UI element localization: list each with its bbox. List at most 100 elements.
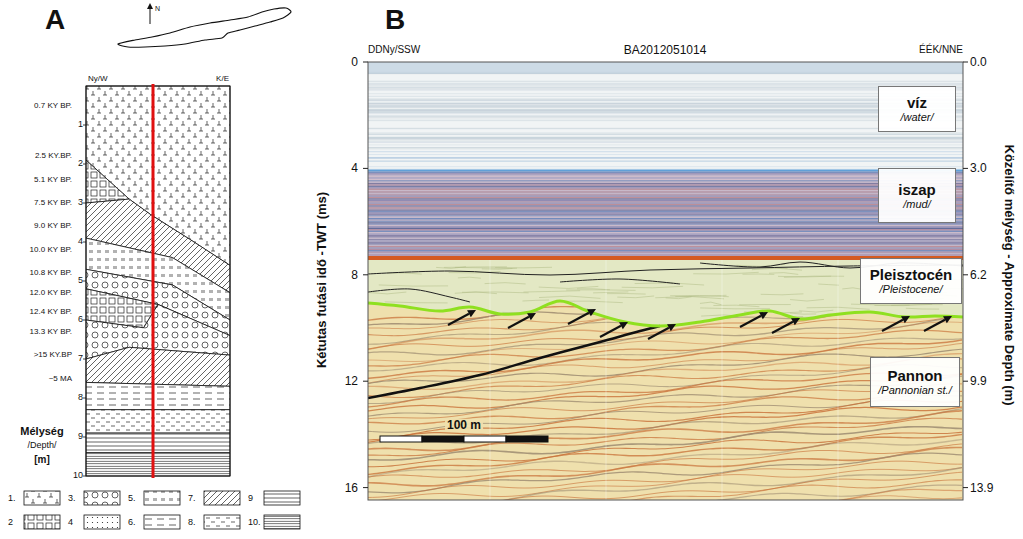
pleistocene-reflector — [790, 299, 824, 301]
mud-reflector — [368, 200, 963, 201]
scale-label: 100 m — [445, 419, 483, 432]
pointer-arrowhead — [467, 310, 476, 317]
water-noise — [368, 89, 963, 90]
axis-title: Közelítő mélység - Approximate Depth (m) — [1002, 145, 1016, 406]
water-noise — [368, 138, 963, 139]
water-noise — [368, 137, 963, 138]
pleistocene-reflector — [739, 304, 791, 305]
water-noise — [368, 87, 963, 88]
water-noise — [368, 73, 963, 74]
legend-number: 4 — [68, 518, 73, 527]
water-noise — [368, 134, 963, 135]
axis-tick — [963, 487, 968, 488]
pleistocene-reflector — [769, 273, 798, 275]
axis-tick-label: 6.2 — [970, 269, 987, 282]
depth-tick — [83, 203, 86, 204]
mud-reflector — [368, 212, 963, 213]
pointer-arrowhead — [791, 318, 800, 325]
axis-tick — [363, 274, 368, 275]
axis-tick — [963, 381, 968, 382]
pannonian-reflector — [368, 489, 962, 500]
water-noise — [368, 115, 963, 116]
layer-label-box: iszap/mud/ — [878, 168, 956, 223]
pointer-arrow — [508, 317, 529, 328]
pleistocene-reflector — [617, 296, 654, 298]
pointer-arrow — [740, 316, 761, 327]
water-noise — [368, 138, 963, 139]
legend-swatch — [204, 491, 240, 505]
panel-letter: A — [45, 5, 65, 34]
sediment-layer — [86, 160, 129, 203]
pannonian-reflector — [368, 439, 962, 476]
mud-reflector — [368, 207, 963, 208]
pointer-arrowhead — [901, 316, 910, 323]
water-surface — [368, 62, 963, 74]
water-noise — [368, 158, 963, 159]
age-label: 0.7 KY BP. — [34, 101, 72, 109]
water-noise — [368, 161, 963, 162]
water-noise — [368, 104, 963, 105]
mud-reflector — [368, 201, 963, 202]
depth-tick — [83, 164, 86, 165]
legend-number: 6. — [128, 518, 136, 527]
pointer-arrow — [924, 320, 945, 331]
mud-reflector — [368, 184, 963, 185]
water-noise — [368, 147, 963, 148]
depth-tick-label: 6 — [78, 315, 83, 324]
water-noise — [368, 148, 963, 149]
pannonian-reflector — [368, 322, 962, 362]
north-label: N — [155, 5, 160, 12]
pleistocene-reflector — [607, 293, 646, 295]
pleistocene-reflector — [485, 283, 526, 284]
water-noise — [368, 134, 963, 135]
pleistocene-reflector — [743, 274, 775, 275]
water-noise — [368, 87, 963, 88]
trace-marker — [606, 258, 607, 500]
water-noise — [368, 83, 963, 84]
depth-tick — [83, 437, 86, 438]
legend-number: 2 — [8, 518, 13, 527]
sediment-layer — [86, 382, 230, 409]
scale-bar — [464, 436, 506, 442]
axis-tick-label: 12 — [345, 375, 358, 388]
pannonian-reflector — [368, 317, 962, 355]
pointer-arrow — [448, 314, 469, 325]
mud-reflector — [368, 203, 963, 204]
water-noise — [368, 115, 963, 116]
water-noise — [368, 81, 963, 82]
age-label: 10.0 KY BP. — [30, 246, 72, 254]
legend-number: 3. — [68, 494, 76, 503]
water-noise — [368, 106, 963, 107]
pannonian-layer — [368, 258, 963, 500]
sediment-layer — [86, 410, 230, 433]
pannonian-texture — [368, 281, 962, 500]
water-noise — [368, 137, 963, 138]
legend-swatch — [24, 515, 60, 529]
pointer-arrowhead — [587, 309, 596, 316]
pleistocene-reflector — [482, 268, 517, 269]
depth-tick-label: 5 — [78, 276, 83, 285]
water-noise — [368, 160, 963, 161]
pointer-arrowhead — [943, 316, 952, 323]
layer-name: víz — [907, 94, 927, 111]
erosion-surface — [368, 326, 660, 398]
mud-reflector — [368, 226, 963, 227]
mud-reflector — [368, 214, 963, 215]
pleistocene-reflector — [700, 307, 770, 309]
legend-swatch — [264, 515, 300, 529]
axis-tick — [363, 487, 368, 488]
mud-reflector — [368, 171, 963, 172]
water-noise — [368, 96, 963, 97]
legend-swatch — [204, 515, 240, 529]
water-noise — [368, 144, 963, 145]
pleistocene-reflector — [655, 296, 724, 298]
pleistocene-reflector — [906, 308, 939, 310]
core-line — [152, 84, 155, 478]
mud-reflector — [368, 239, 963, 240]
pointer-arrowhead — [667, 324, 676, 331]
mud-reflector — [368, 175, 963, 176]
pleistocene-reflector — [761, 293, 804, 295]
mud-top — [368, 170, 963, 172]
pointer-arrowhead — [759, 312, 768, 319]
